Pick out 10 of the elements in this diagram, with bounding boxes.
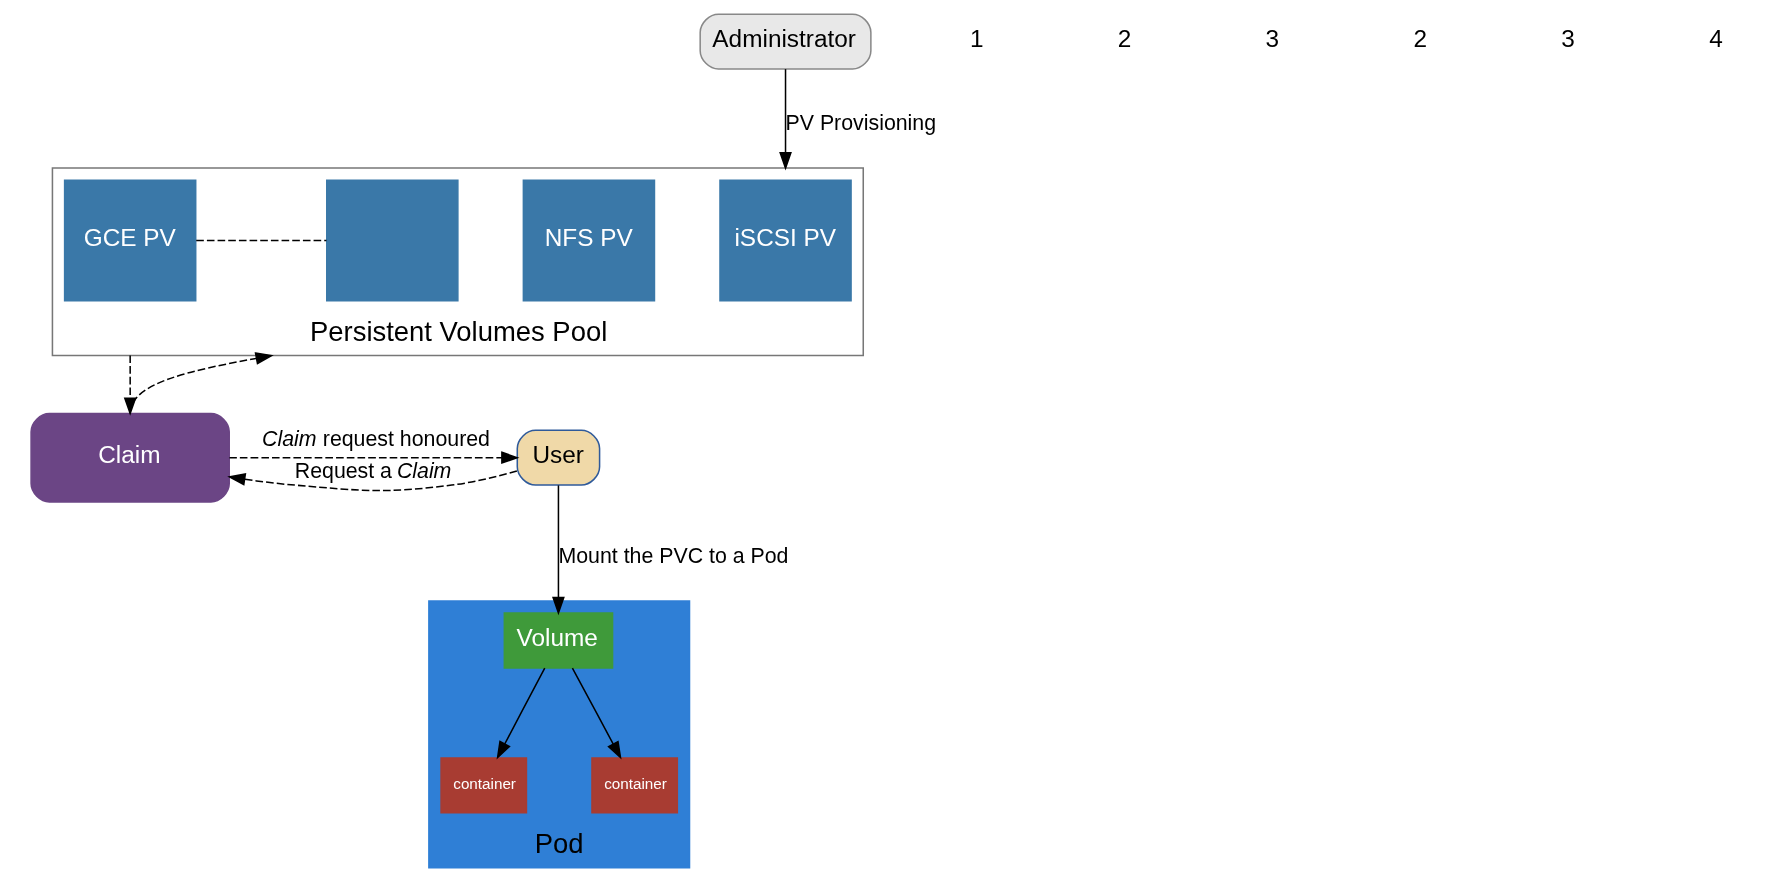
edge-label: Mount the PVC to a Pod [557, 544, 788, 569]
label: 3 [1560, 25, 1575, 53]
label: 2 [1117, 25, 1131, 53]
label: 1 [969, 25, 984, 53]
edge-label: Claim request honoured [261, 426, 490, 451]
edge-label: Request a Claim [294, 458, 451, 483]
label: 2 [1412, 25, 1427, 53]
label: 3 [1265, 25, 1279, 53]
label: 4 [1708, 25, 1723, 53]
edge-label: PV Provisioning [785, 111, 936, 136]
